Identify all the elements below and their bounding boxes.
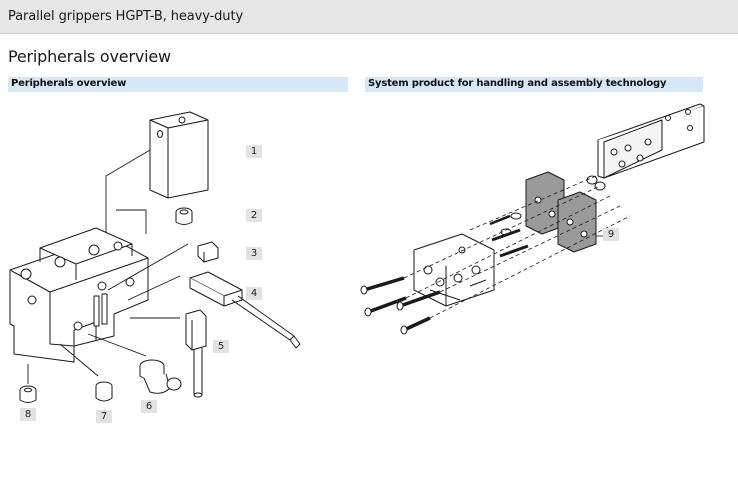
callout-5: 5	[213, 340, 229, 353]
gripper-unit	[413, 233, 495, 307]
page-title: Peripherals overview	[8, 47, 171, 66]
washers	[500, 175, 606, 236]
callout-1: 1	[246, 145, 262, 158]
section-header-system-product: System product for handling and assembly…	[365, 77, 703, 92]
plug-part	[95, 381, 113, 402]
callout-2: 2	[246, 209, 262, 222]
mounting-screws	[360, 276, 441, 335]
sensor-slot-part	[185, 309, 207, 398]
callout-7: 7	[96, 410, 112, 423]
adapter-block-part	[149, 111, 209, 199]
callout-6: 6	[141, 400, 157, 413]
callout-8: 8	[20, 408, 36, 421]
callout-4: 4	[246, 287, 262, 300]
section-title-system-product: System product for handling and assembly…	[368, 78, 667, 89]
section-header-peripherals: Peripherals overview	[8, 77, 348, 92]
push-in-fitting-part	[139, 359, 182, 394]
callout-9: 9	[603, 228, 619, 241]
proximity-sensor-part	[189, 271, 301, 349]
centering-screws	[489, 214, 529, 258]
section-title-peripherals: Peripherals overview	[11, 78, 127, 89]
header-title: Parallel grippers HGPT-B, heavy-duty	[8, 9, 244, 24]
technical-drawing	[9, 103, 705, 403]
callout-3: 3	[246, 247, 262, 260]
header-bar: Parallel grippers HGPT-B, heavy-duty	[0, 0, 738, 34]
gripper-illustration	[9, 111, 301, 403]
centering-ring-part	[19, 385, 37, 403]
fitting-part	[197, 241, 219, 263]
system-product-illustration	[360, 103, 705, 335]
gripper-body	[9, 227, 149, 363]
centering-sleeve-part	[175, 207, 193, 225]
linear-drive	[597, 103, 705, 179]
adapter-plate-9	[525, 171, 597, 253]
